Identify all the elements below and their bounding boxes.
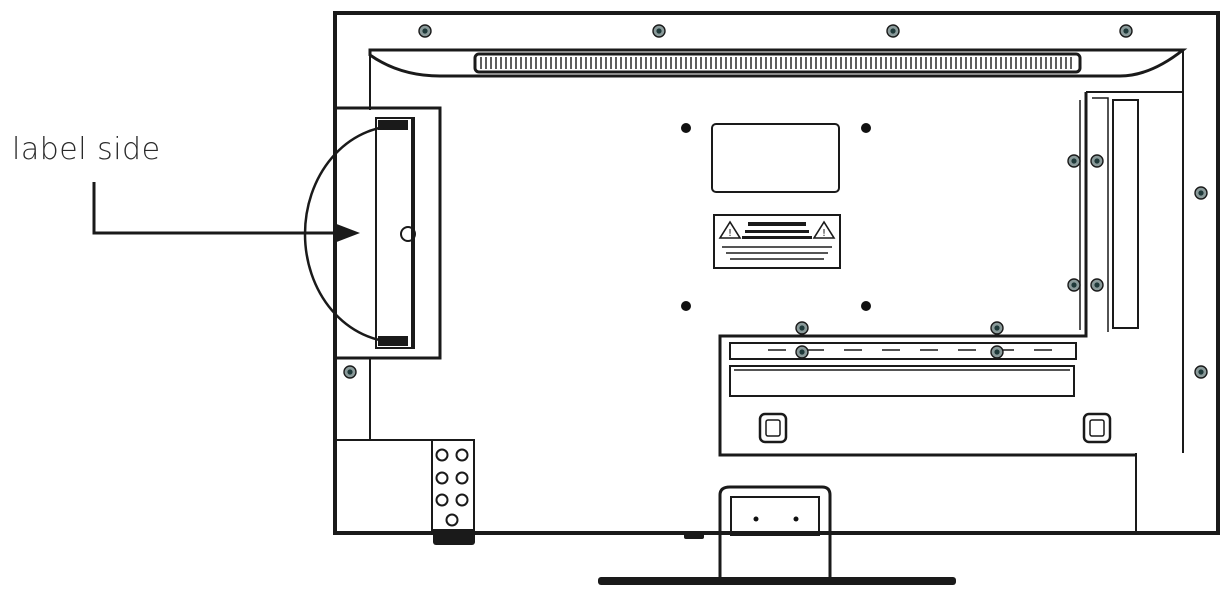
- screw-icon: [886, 24, 900, 38]
- terminal-strip: [729, 342, 1077, 397]
- label-side-callout: label side: [12, 132, 161, 167]
- screw-icon: [1090, 278, 1104, 292]
- screw-icon: [1067, 154, 1081, 168]
- top-cover: [368, 48, 1188, 78]
- screw-icon: [1194, 186, 1208, 200]
- top-vent-grille: [473, 52, 1082, 74]
- screw-icon: [418, 24, 432, 38]
- warning-icon: !: [812, 220, 836, 239]
- vesa-mount-holes: [681, 123, 871, 311]
- stand-hook-right: [1082, 412, 1112, 444]
- screw-icon: [990, 345, 1004, 359]
- svg-text:!: !: [728, 228, 732, 239]
- screw-icon: [652, 24, 666, 38]
- screw-icon: [343, 365, 357, 379]
- side-compartment: [303, 106, 442, 360]
- screw-icon: [1067, 278, 1081, 292]
- warning-icon: !: [718, 220, 742, 239]
- screw-icon: [1194, 365, 1208, 379]
- right-bracket: [718, 91, 1183, 457]
- screw-icon: [795, 321, 809, 335]
- bottom-edge: [335, 439, 704, 539]
- center-label-area: ! !: [711, 123, 841, 269]
- tv-stand: [598, 485, 956, 585]
- screw-icon: [1119, 24, 1133, 38]
- svg-text:!: !: [822, 228, 826, 239]
- stand-hook-left: [758, 412, 788, 444]
- screws: [343, 24, 1208, 379]
- screw-icon: [795, 345, 809, 359]
- av-connector-panel: [431, 439, 475, 545]
- screw-icon: [1090, 154, 1104, 168]
- screw-icon: [990, 321, 1004, 335]
- callout-arrow: [92, 182, 360, 243]
